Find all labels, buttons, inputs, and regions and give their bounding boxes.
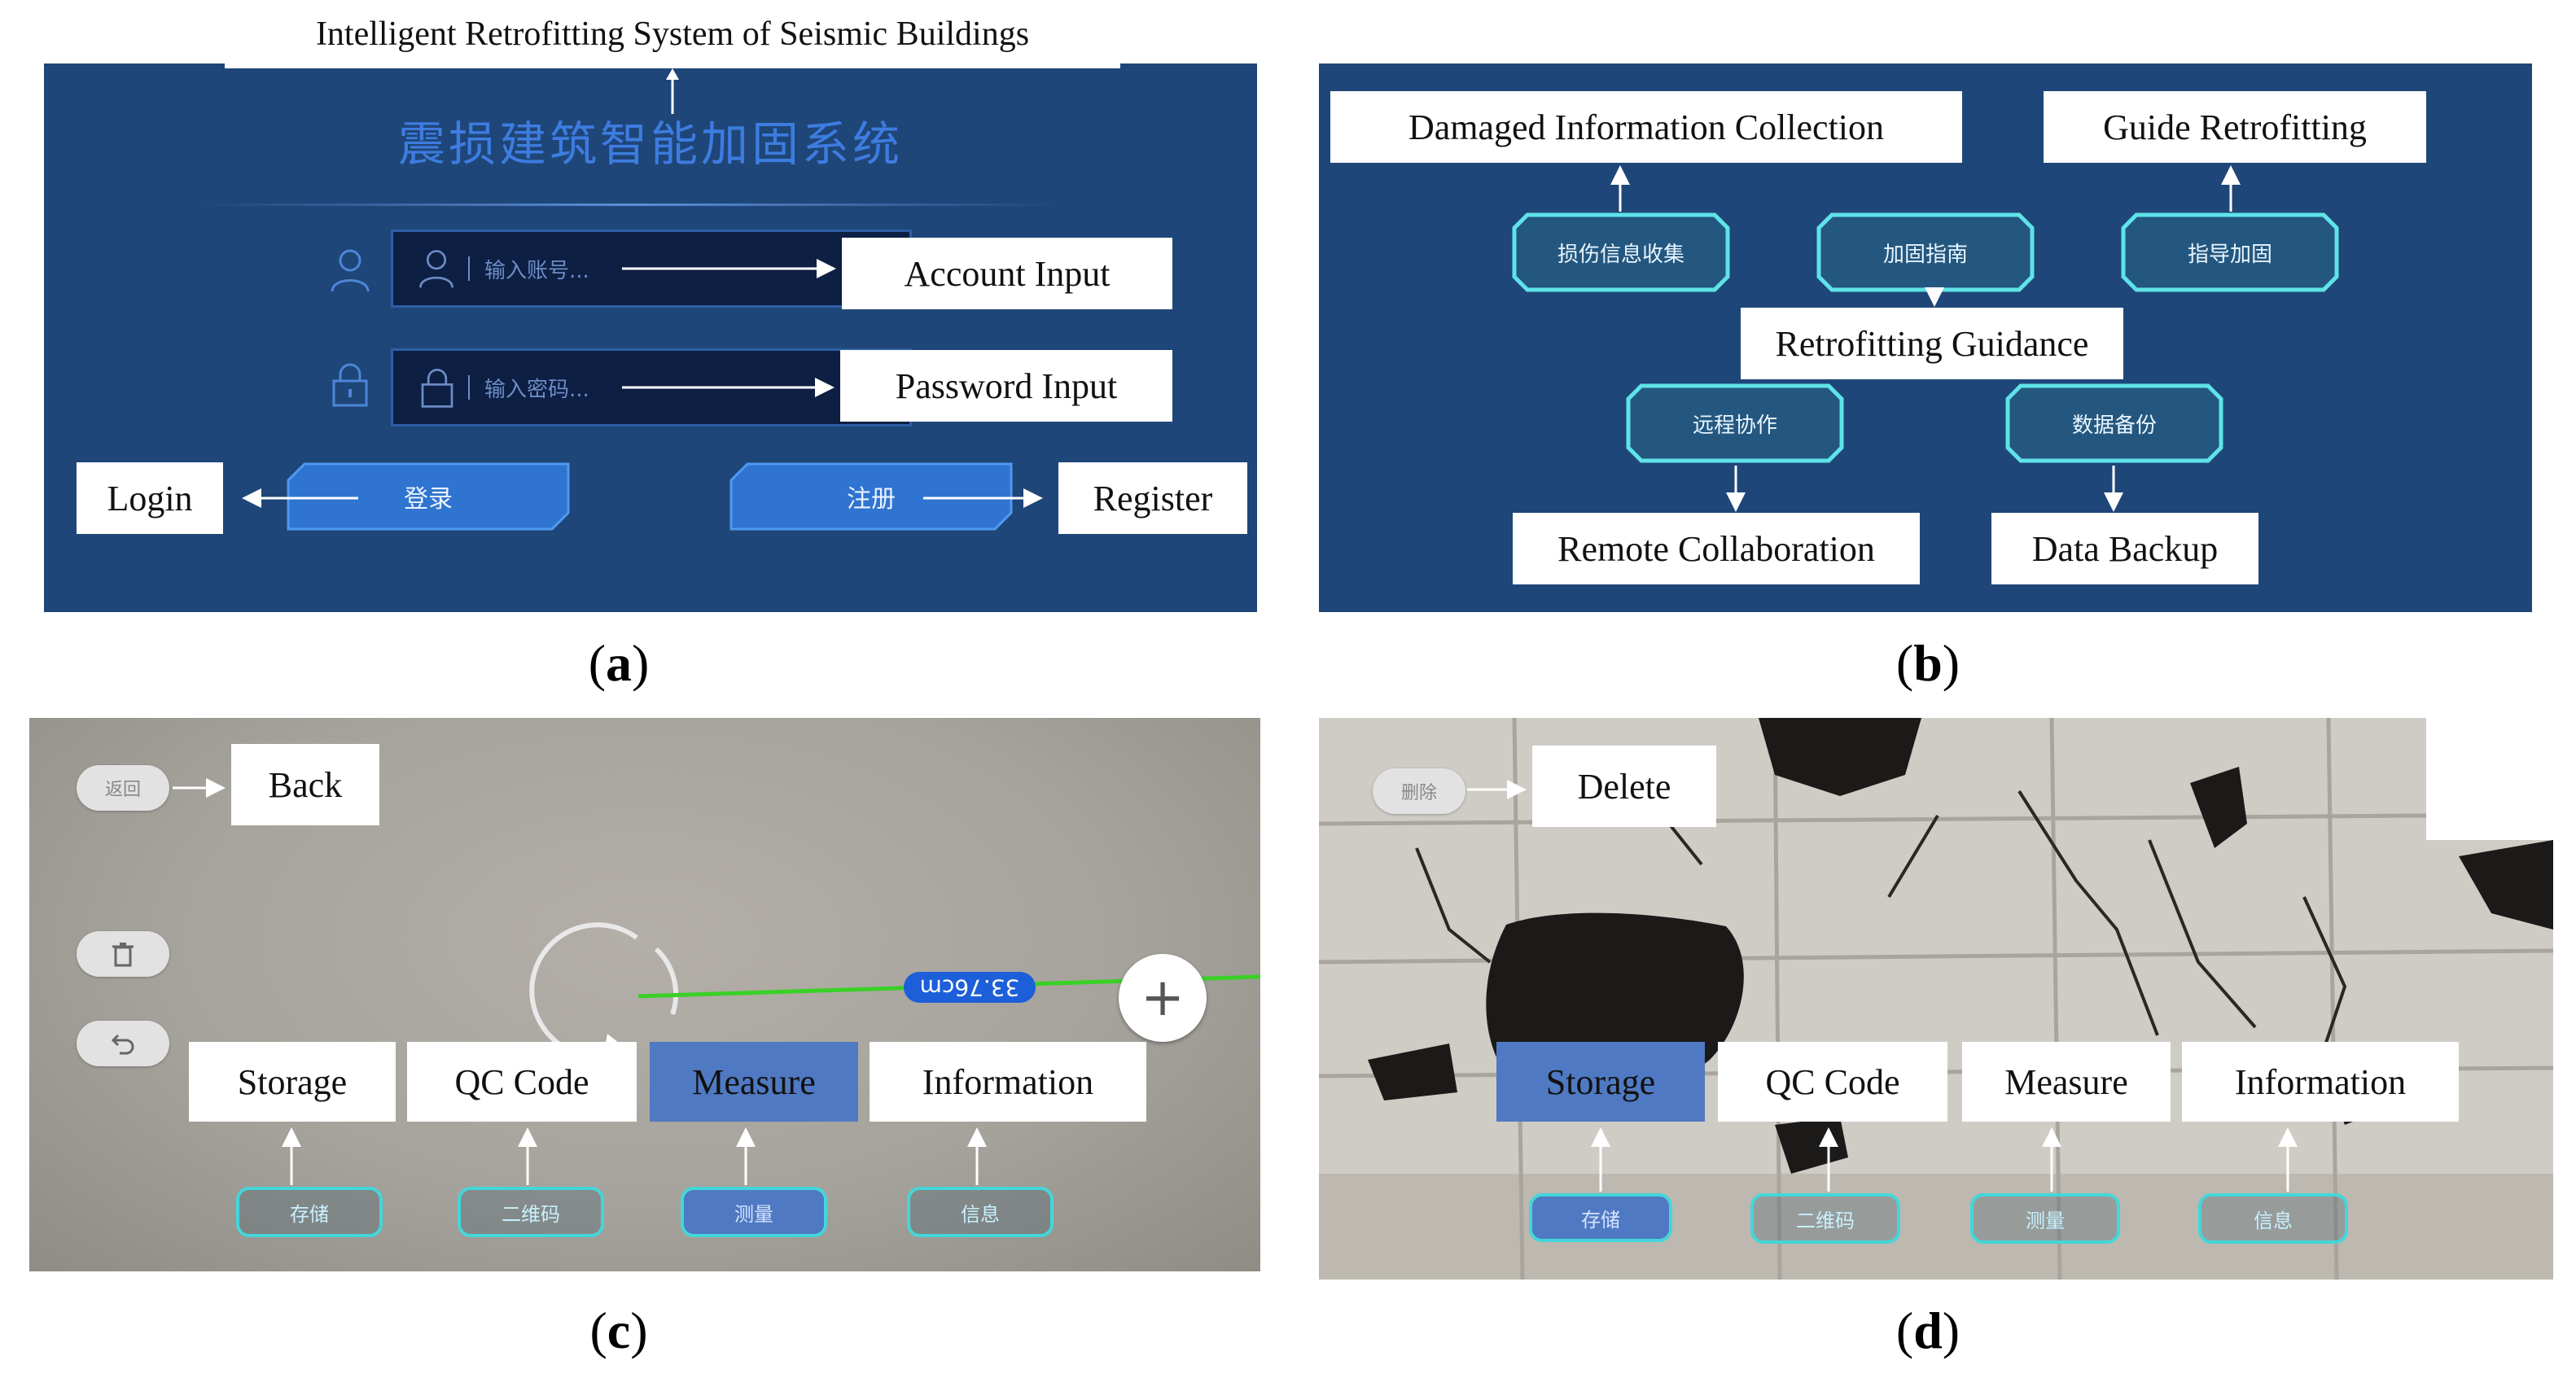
measure-label: Measure <box>650 1042 858 1122</box>
qc-code-button[interactable]: 二维码 <box>458 1187 604 1237</box>
guide-retrofitting-button[interactable]: 指导加固 <box>2120 212 2340 293</box>
information-label: Information <box>2182 1042 2459 1122</box>
panel-b-main-menu: 损伤信息收集 加固指南 指导加固 远程协作 数据备份 Damaged Infor… <box>1319 63 2532 612</box>
register-button[interactable]: 注册 <box>729 462 1013 531</box>
lock-icon <box>329 360 371 412</box>
app-title: 震损建筑智能加固系统 <box>397 116 903 172</box>
title-divider <box>199 203 1062 206</box>
caption-d: (d) <box>1895 1302 1960 1359</box>
system-title-label: Intelligent Retrofitting System of Seism… <box>225 0 1120 68</box>
storage-button[interactable]: 存储 <box>1529 1193 1672 1242</box>
panel-b-arrows <box>1610 165 2241 512</box>
delete-button[interactable]: 删除 <box>1373 768 1465 814</box>
qc-code-label: QC Code <box>407 1042 637 1122</box>
measurement-tag: 33.76cm <box>919 974 1020 1001</box>
measure-button[interactable]: 测量 <box>681 1187 827 1237</box>
storage-button[interactable]: 存储 <box>236 1187 383 1237</box>
user-icon <box>419 250 453 288</box>
storage-label: Storage <box>1496 1042 1705 1122</box>
storage-label: Storage <box>189 1042 396 1122</box>
account-input[interactable]: 输入账号... <box>391 230 912 308</box>
guide-retrofitting-label: Guide Retrofitting <box>2044 91 2426 163</box>
measure-overlay <box>529 922 1260 1052</box>
trash-icon[interactable] <box>77 931 169 977</box>
measure-label: Measure <box>1962 1042 2171 1122</box>
user-icon <box>327 246 373 298</box>
panel-d-storage-screen: 删除 Delete Storage QC Code Measure Inform… <box>1319 718 2553 1280</box>
panel-a-login-screen: 震损建筑智能加固系统 输入账号... 输入密码... 登录 注册 Account… <box>44 63 1257 612</box>
data-backup-label: Data Backup <box>1991 513 2258 584</box>
remote-collaboration-label: Remote Collaboration <box>1513 513 1920 584</box>
data-backup-button[interactable]: 数据备份 <box>2004 383 2224 464</box>
login-label: Login <box>77 462 223 534</box>
damage-collection-button[interactable]: 损伤信息收集 <box>1511 212 1731 293</box>
information-button[interactable]: 信息 <box>2198 1193 2348 1244</box>
caption-a: (a) <box>588 634 650 692</box>
information-button[interactable]: 信息 <box>907 1187 1054 1237</box>
lock-icon <box>421 369 453 408</box>
caption-b: (b) <box>1895 634 1960 692</box>
password-placeholder: 输入密码... <box>484 377 589 402</box>
information-label: Information <box>870 1042 1146 1122</box>
damage-collection-label: Damaged Information Collection <box>1330 91 1962 163</box>
password-input-label: Password Input <box>840 350 1172 422</box>
retrofit-guide-button[interactable]: 加固指南 <box>1816 212 2035 293</box>
undo-icon[interactable] <box>77 1021 169 1066</box>
reticle-icon <box>529 922 678 1052</box>
damaged-wall-photo <box>1319 718 2553 1280</box>
retrofit-guidance-label: Retrofitting Guidance <box>1741 308 2123 379</box>
caption-c: (c) <box>589 1302 648 1359</box>
register-label: Register <box>1058 462 1247 534</box>
back-label: Back <box>231 744 379 825</box>
qc-code-button[interactable]: 二维码 <box>1750 1193 1900 1244</box>
plus-icon[interactable]: + <box>1119 954 1207 1042</box>
measure-button[interactable]: 测量 <box>1970 1193 2120 1244</box>
login-button[interactable]: 登录 <box>287 462 570 531</box>
remote-collaboration-button[interactable]: 远程协作 <box>1625 383 1845 464</box>
account-input-label: Account Input <box>842 238 1172 309</box>
delete-label: Delete <box>1532 746 1716 827</box>
back-button[interactable]: 返回 <box>77 765 169 811</box>
account-placeholder: 输入账号... <box>484 258 589 283</box>
qc-code-label: QC Code <box>1718 1042 1947 1122</box>
panel-c-measure-screen: 返回 Back 33.76cm + Storage QC Code Measur… <box>29 718 1260 1271</box>
panel-a-arrows <box>242 259 1043 508</box>
